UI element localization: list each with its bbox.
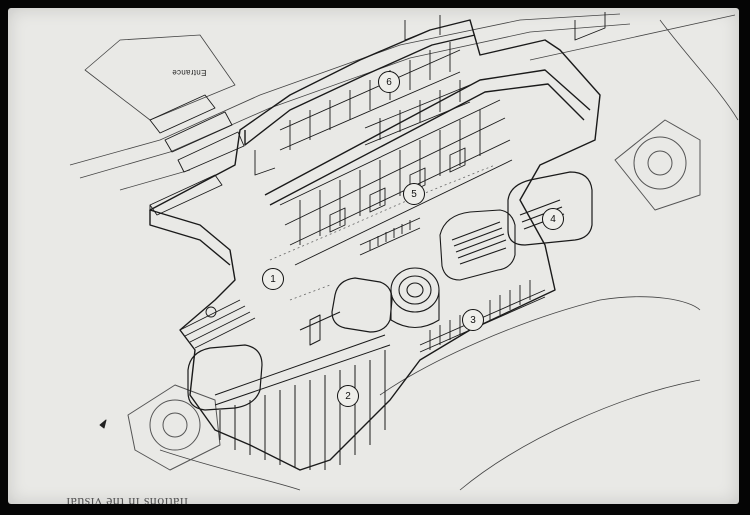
- entrance-wing: [149, 94, 245, 220]
- axonometric-plan-drawing: [69, 12, 739, 491]
- auditorium: [439, 209, 516, 281]
- front-fins: [214, 311, 391, 470]
- entrance-label: Entrance: [172, 68, 207, 77]
- rounded-hall: [331, 277, 393, 333]
- main-building-outline: [149, 19, 601, 471]
- top-rooms: [254, 12, 606, 176]
- site-lines: [69, 13, 739, 491]
- zone-marker-2: 2: [337, 385, 359, 407]
- slide-caption: llations in the visual: [66, 494, 188, 504]
- left-rounded-hall: [187, 344, 263, 411]
- left-circle-court: [127, 384, 221, 471]
- pencil-mark: [99, 419, 107, 429]
- round-drum: [390, 267, 440, 329]
- slide-paper: Entrance 1 2 3 4 5 6 llations in the vis…: [8, 8, 739, 504]
- zone-marker-4: 4: [542, 208, 564, 230]
- zone-marker-3: 3: [462, 309, 484, 331]
- west-stairs: [179, 299, 256, 349]
- circulation-path: [269, 164, 496, 301]
- zone-marker-6: 6: [378, 71, 400, 93]
- central-rooms: [279, 99, 513, 266]
- zone-marker-1: 1: [262, 268, 284, 290]
- right-circle-court: [614, 119, 701, 211]
- zone-marker-5: 5: [403, 183, 425, 205]
